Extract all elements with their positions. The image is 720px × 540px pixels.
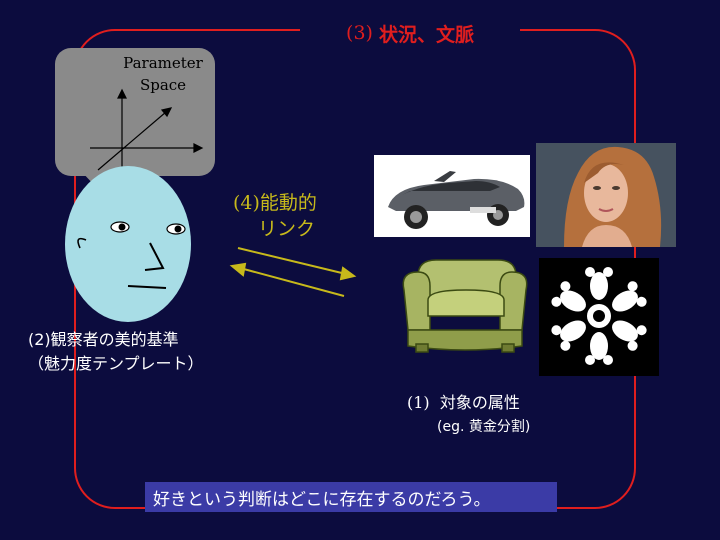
object-number: (1) bbox=[407, 393, 430, 412]
arrow-to-object bbox=[237, 247, 347, 275]
context-label: 状況、文脈 bbox=[378, 23, 474, 46]
car-image bbox=[374, 155, 530, 237]
face-nose bbox=[144, 242, 165, 271]
observer-template-label: （魅力度テンプレート） bbox=[28, 354, 204, 373]
object-attributes-label: (1) 対象の属性 bbox=[407, 389, 520, 413]
active-link-label: (4)能動的 bbox=[233, 188, 317, 215]
active-link-text: 能動的 bbox=[259, 192, 317, 214]
symmetric-pattern-image bbox=[539, 258, 659, 376]
parameter-space-line2: Space bbox=[139, 76, 187, 94]
face-head bbox=[65, 166, 191, 322]
thought-bubble bbox=[55, 48, 215, 176]
face-ear bbox=[77, 237, 87, 249]
active-link-line2: リンク bbox=[258, 218, 316, 240]
question-banner: 好きという判断はどこに存在するのだろう。 bbox=[145, 482, 557, 512]
arrow-to-observer bbox=[239, 267, 345, 297]
axes-icon bbox=[90, 88, 204, 176]
parameter-space-line1: Parameter bbox=[123, 54, 203, 72]
context-number: (3) bbox=[346, 22, 373, 44]
object-label: 対象の属性 bbox=[439, 393, 520, 412]
object-example-label: (eg. 黄金分割) bbox=[437, 419, 531, 435]
observer-criteria-label: (2)観察者の美的基準 bbox=[28, 330, 179, 349]
context-title: (3) 状況、文脈 bbox=[300, 18, 520, 48]
parameter-space-label: Parameter Space bbox=[103, 52, 223, 96]
face-mouth bbox=[127, 285, 167, 289]
woman-portrait-image bbox=[536, 143, 676, 247]
active-link-number: (4) bbox=[233, 192, 260, 214]
